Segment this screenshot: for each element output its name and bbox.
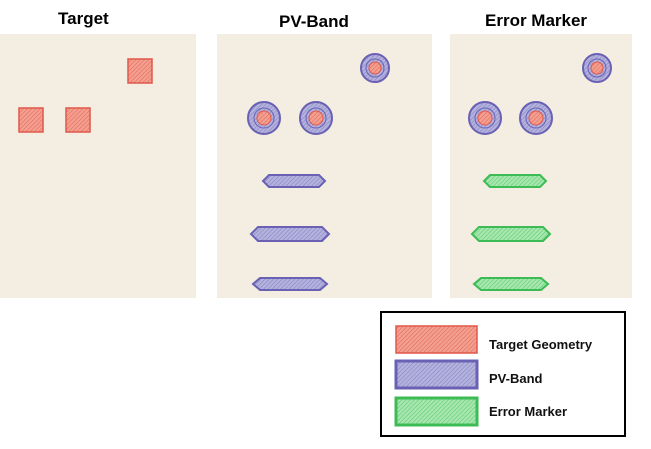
error-ring-middle xyxy=(519,101,553,135)
legend-label-error: Error Marker xyxy=(489,404,568,419)
pvband-line-2 xyxy=(249,226,331,242)
error-ring-left xyxy=(468,101,502,135)
legend-label-pvband: PV-Band xyxy=(489,371,543,386)
legend: Target Geometry PV-Band Error Marker xyxy=(380,311,626,437)
pvband-ring-left xyxy=(247,101,281,135)
legend-label-target: Target Geometry xyxy=(489,337,593,352)
pvband-panel xyxy=(217,34,432,298)
target-panel xyxy=(0,34,196,298)
target-square-top-right xyxy=(127,58,153,84)
target-square-left xyxy=(18,107,44,133)
error-ring-top-right xyxy=(582,53,612,83)
legend-swatch-error xyxy=(394,396,479,427)
pvband-panel-canvas xyxy=(247,53,390,291)
error-line-3 xyxy=(472,277,550,291)
error-panel-title: Error Marker xyxy=(485,11,588,30)
error-panel xyxy=(450,34,632,298)
target-square-middle xyxy=(65,107,91,133)
pvband-panel-title: PV-Band xyxy=(279,12,349,31)
error-panel-canvas xyxy=(468,53,612,291)
pvband-line-3 xyxy=(251,277,329,291)
error-line-2 xyxy=(470,226,552,242)
target-panel-title: Target xyxy=(58,9,109,28)
error-line-1 xyxy=(482,174,548,188)
pvband-line-1 xyxy=(261,174,327,188)
pvband-ring-top-right xyxy=(360,53,390,83)
legend-swatch-pvband xyxy=(394,359,479,390)
legend-swatch-target xyxy=(395,325,478,354)
pvband-ring-middle xyxy=(299,101,333,135)
legend-swatches xyxy=(394,325,479,427)
target-panel-canvas xyxy=(18,58,153,133)
